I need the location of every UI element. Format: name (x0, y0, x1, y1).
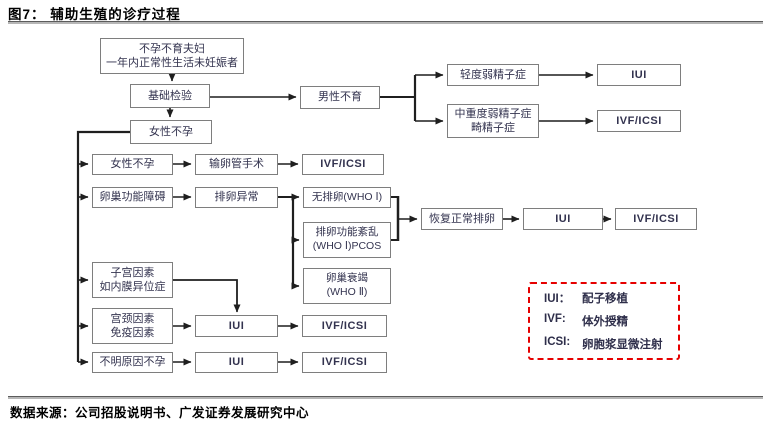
flow-node-moderate-severe-asthenospermia: 中重度弱精子症 畸精子症 (447, 104, 539, 138)
data-source-note: 数据来源：公司招股说明书、广发证券发展研究中心 (10, 406, 310, 420)
flow-node-ivf-icsi-cervical: IVF/ICSI (302, 315, 387, 337)
flow-node-ivf-icsi-unexplained: IVF/ICSI (302, 352, 387, 373)
footer-divider (8, 396, 763, 399)
flow-node-unexplained-infertility: 不明原因不孕 (92, 352, 173, 373)
flow-node-anovulation-who1: 无排卵(WHO Ⅰ) (303, 187, 391, 208)
title-divider (8, 21, 763, 24)
flow-node-tubal-surgery: 输卵管手术 (195, 154, 278, 175)
abbreviation-legend: IUI： 配子移植 IVF: 体外授精 ICSI: 卵胞浆显微注射 (528, 282, 680, 360)
flow-node-iui-unexplained: IUI (195, 352, 278, 373)
flow-node-female-infertility-row: 女性不孕 (92, 154, 173, 175)
flow-node-ovulation-disorder-pcos: 排卵功能紊乱 (WHO Ⅰ)PCOS (303, 222, 391, 258)
figure-title: 图7： 辅助生殖的诊疗过程 (8, 7, 181, 22)
legend-item-ivf: IVF: 体外授精 (544, 313, 628, 328)
flow-node-cervical-immune-factors: 宫颈因素 免疫因素 (92, 308, 173, 344)
flow-node-iui-restore: IUI (523, 208, 603, 230)
flow-node-iui-cervical: IUI (195, 315, 278, 337)
legend-item-icsi: ICSI: 卵胞浆显微注射 (544, 336, 663, 351)
flow-node-iui-male: IUI (597, 64, 681, 86)
flow-node-ovarian-failure-who2: 卵巢衰竭 (WHO Ⅱ) (303, 268, 391, 304)
flow-node-mild-asthenospermia: 轻度弱精子症 (447, 64, 539, 86)
flow-node-ivf-icsi-tubal: IVF/ICSI (302, 154, 384, 175)
flow-node-uterine-factors: 子宫因素 如内膜异位症 (92, 262, 173, 298)
flow-node-restore-ovulation: 恢复正常排卵 (421, 208, 503, 230)
flow-node-ovulation-abnormal: 排卵异常 (195, 187, 278, 208)
flow-node-ivf-icsi-restore: IVF/ICSI (615, 208, 697, 230)
flow-node-female-infertility: 女性不孕 (130, 120, 212, 144)
legend-item-iui: IUI： 配子移植 (544, 293, 628, 305)
flow-node-infertile-couple: 不孕不育夫妇 一年内正常性生活未妊娠者 (100, 38, 244, 74)
flow-node-male-infertility: 男性不育 (300, 86, 380, 109)
flow-node-basic-exam: 基础检验 (130, 84, 210, 108)
flow-node-ovarian-dysfunction: 卵巢功能障碍 (92, 187, 173, 208)
flow-node-ivf-icsi-male: IVF/ICSI (597, 110, 681, 132)
